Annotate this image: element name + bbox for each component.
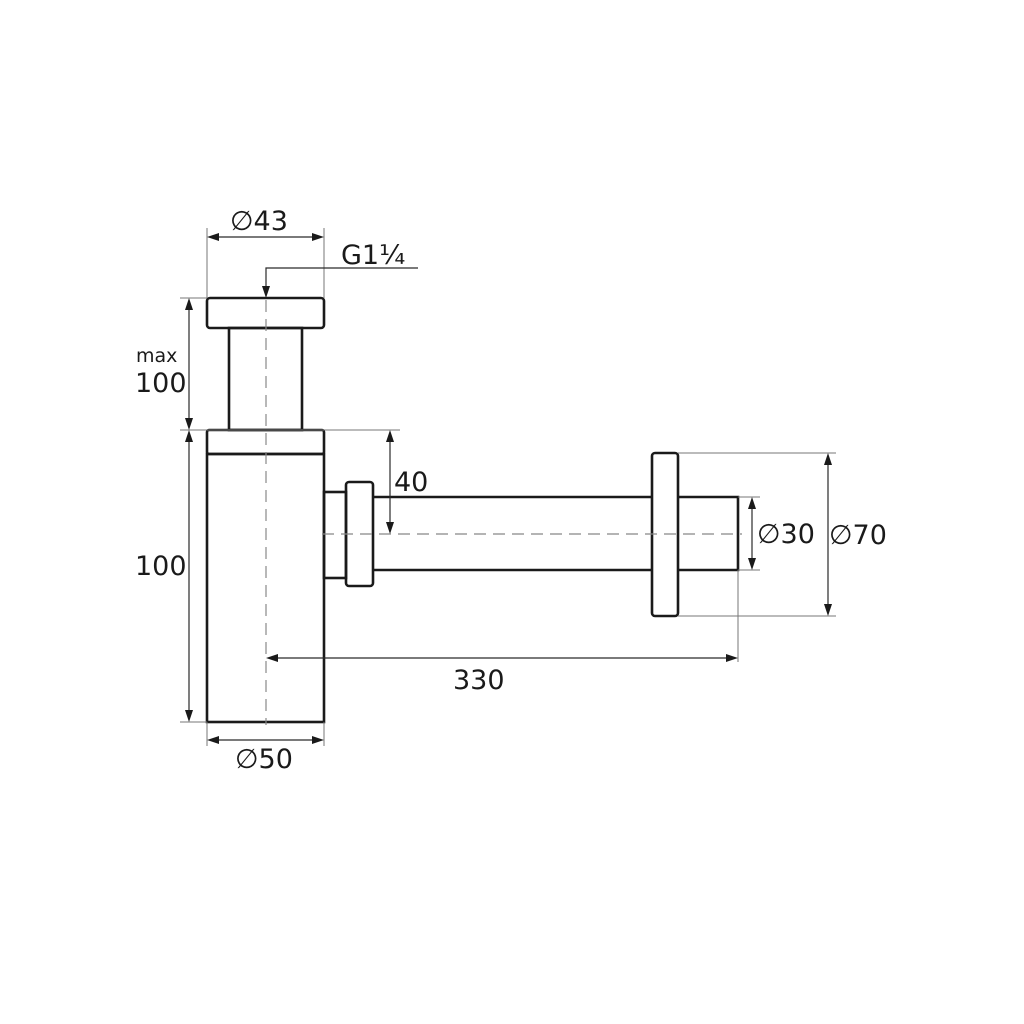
extension-lines [180,228,836,746]
top-diameter-label: ∅43 [230,206,288,237]
outlet-pipe [373,495,740,572]
arrow-up [185,298,193,310]
max-prefix-label: max [136,345,177,367]
max-height-label: 100 [135,368,187,399]
arrow-down [748,558,756,570]
thread-label: G1¼ [341,240,405,271]
arrow-up [386,430,394,442]
flange-diameter-label: ∅70 [829,520,887,551]
thread-leader-line [265,267,418,288]
arrow-left [266,654,278,662]
arrow-right [312,233,324,241]
arrow-left [207,736,219,744]
arrow-up [748,497,756,509]
arrow-down [386,522,394,534]
arrow-right [726,654,738,662]
dimension-labels: ∅43 G1¼ max 100 100 ∅50 40 330 ∅30 ∅70 [135,206,887,775]
arrow-left [207,233,219,241]
arrow-up [185,430,193,442]
arrow-right [312,736,324,744]
length-label: 330 [453,665,505,696]
arrow-down [262,286,270,298]
arrow-down [185,710,193,722]
arrow-down [185,418,193,430]
body-height-label: 100 [135,551,187,582]
arrow-down [824,604,832,616]
outlet-offset-label: 40 [394,467,428,498]
arrow-up [824,453,832,465]
center-lines [265,300,742,725]
body-diameter-label: ∅50 [235,744,293,775]
outlet-stub [322,490,348,580]
pipe-diameter-label: ∅30 [757,519,815,550]
dimension-lines [185,233,832,744]
